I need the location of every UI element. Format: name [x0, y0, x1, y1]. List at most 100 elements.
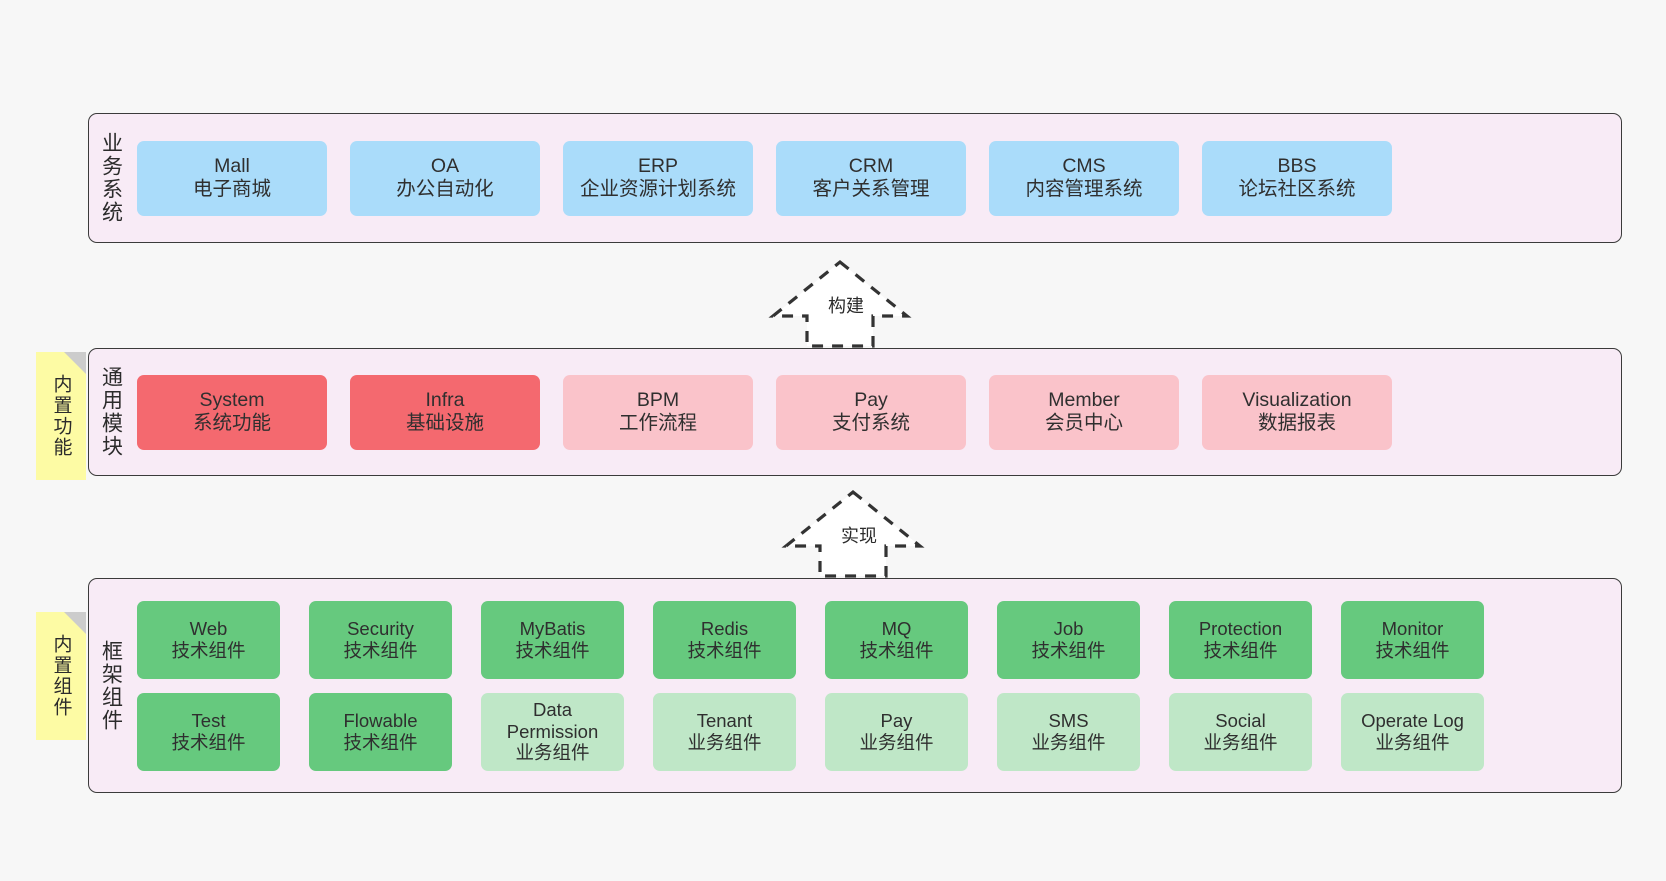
box-title-cn: 系统功能	[192, 412, 271, 434]
box-title-en: Web	[189, 617, 228, 639]
row-business-systems: Mall 电子商城 OA 办公自动化 ERP 企业资源计划系统 CRM 客户关系…	[137, 140, 1605, 216]
box-title-cn: 支付系统	[831, 412, 910, 434]
box-title-cn: 论坛社区系统	[1238, 178, 1356, 200]
box-system[interactable]: System 系统功能	[137, 374, 327, 450]
box-title-cn: 业务组件	[1203, 731, 1278, 753]
box-bpm[interactable]: BPM 工作流程	[563, 374, 753, 450]
box-pay[interactable]: Pay 支付系统	[776, 374, 966, 450]
box-sms[interactable]: SMS 业务组件	[997, 692, 1140, 771]
arrow-build-shape	[768, 259, 912, 348]
box-title-cn: 企业资源计划系统	[579, 178, 736, 200]
box-member[interactable]: Member 会员中心	[989, 374, 1179, 450]
box-title-en: Mall	[214, 155, 250, 177]
row-tech-components: Web 技术组件 Security 技术组件 MyBatis 技术组件 Redi…	[137, 600, 1605, 679]
box-title-en: Visualization	[1242, 389, 1352, 411]
box-erp[interactable]: ERP 企业资源计划系统	[563, 140, 753, 216]
box-social[interactable]: Social 业务组件	[1169, 692, 1312, 771]
box-protection[interactable]: Protection 技术组件	[1169, 600, 1312, 679]
box-title-cn: 业务组件	[1375, 731, 1450, 753]
box-title-cn: 技术组件	[171, 731, 246, 753]
box-operate-log[interactable]: Operate Log 业务组件	[1341, 692, 1484, 771]
box-title-en: OA	[430, 155, 460, 177]
box-title-en: Data Permission	[506, 698, 599, 742]
box-title-en: Infra	[425, 389, 465, 411]
box-redis[interactable]: Redis 技术组件	[653, 600, 796, 679]
box-title-en: SMS	[1048, 709, 1089, 731]
arrow-build-label: 构建	[828, 296, 864, 316]
box-title-cn: 业务组件	[515, 742, 590, 764]
box-cms[interactable]: CMS 内容管理系统	[989, 140, 1179, 216]
box-title-en: System	[199, 389, 265, 411]
box-title-en: Operate Log	[1361, 709, 1464, 731]
box-test[interactable]: Test 技术组件	[137, 692, 280, 771]
box-title-en: BPM	[636, 389, 680, 411]
note-builtin-function-label: 内置功能	[50, 374, 72, 458]
box-mybatis[interactable]: MyBatis 技术组件	[481, 600, 624, 679]
box-visualization[interactable]: Visualization 数据报表	[1202, 374, 1392, 450]
box-title-en: Pay	[880, 709, 913, 731]
box-title-en: ERP	[637, 155, 679, 177]
box-title-cn: 工作流程	[618, 412, 697, 434]
box-title-en: Monitor	[1381, 617, 1444, 639]
box-title-cn: 基础设施	[405, 412, 484, 434]
box-title-en: Tenant	[696, 709, 753, 731]
layer-body-framework-component: Web 技术组件 Security 技术组件 MyBatis 技术组件 Redi…	[133, 579, 1621, 792]
box-title-cn: 技术组件	[1031, 639, 1106, 661]
note-builtin-function: 内置功能	[36, 352, 86, 480]
box-infra[interactable]: Infra 基础设施	[350, 374, 540, 450]
box-title-en: Member	[1048, 389, 1120, 411]
note-builtin-component-label: 内置组件	[50, 634, 72, 718]
box-crm[interactable]: CRM 客户关系管理	[776, 140, 966, 216]
box-title-cn: 技术组件	[1375, 639, 1450, 661]
box-title-cn: 技术组件	[687, 639, 762, 661]
layer-title-common-module: 通用模块	[99, 366, 123, 458]
box-title-en: Job	[1053, 617, 1084, 639]
box-title-en: MyBatis	[519, 617, 586, 639]
box-title-en: Protection	[1198, 617, 1283, 639]
box-title-cn: 业务组件	[859, 731, 934, 753]
note-builtin-component: 内置组件	[36, 612, 86, 740]
arrow-build: 构建	[755, 258, 925, 348]
layer-common-module: 通用模块 System 系统功能 Infra 基础设施 BPM 工作流程 Pay…	[88, 348, 1622, 476]
box-oa[interactable]: OA 办公自动化	[350, 140, 540, 216]
row-common-modules: System 系统功能 Infra 基础设施 BPM 工作流程 Pay 支付系统…	[137, 374, 1605, 450]
box-tenant[interactable]: Tenant 业务组件	[653, 692, 796, 771]
box-title-cn: 会员中心	[1044, 412, 1123, 434]
box-mall[interactable]: Mall 电子商城	[137, 140, 327, 216]
box-web[interactable]: Web 技术组件	[137, 600, 280, 679]
layer-body-business-system: Mall 电子商城 OA 办公自动化 ERP 企业资源计划系统 CRM 客户关系…	[133, 114, 1621, 242]
box-title-en: CMS	[1062, 155, 1106, 177]
box-title-en: CRM	[848, 155, 894, 177]
box-title-en: Social	[1215, 709, 1266, 731]
box-mq[interactable]: MQ 技术组件	[825, 600, 968, 679]
box-security[interactable]: Security 技术组件	[309, 600, 452, 679]
layer-title-business-system: 业务系统	[99, 132, 123, 224]
arrow-implement-shape	[781, 489, 925, 578]
box-title-cn: 技术组件	[343, 639, 418, 661]
box-title-en: Test	[191, 709, 226, 731]
box-monitor[interactable]: Monitor 技术组件	[1341, 600, 1484, 679]
box-title-cn: 技术组件	[859, 639, 934, 661]
box-pay-component[interactable]: Pay 业务组件	[825, 692, 968, 771]
arrow-implement-label: 实现	[841, 526, 877, 546]
layer-title-framework-component: 框架组件	[99, 639, 123, 732]
box-title-cn: 技术组件	[1203, 639, 1278, 661]
box-title-cn: 客户关系管理	[812, 178, 930, 200]
layer-body-common-module: System 系统功能 Infra 基础设施 BPM 工作流程 Pay 支付系统…	[133, 349, 1621, 475]
arrow-implement: 实现	[768, 488, 938, 578]
box-data-permission[interactable]: Data Permission 业务组件	[481, 692, 624, 771]
box-title-en: MQ	[881, 617, 912, 639]
box-title-cn: 电子商城	[192, 178, 271, 200]
layer-business-system: 业务系统 Mall 电子商城 OA 办公自动化 ERP 企业资源计划系统 CRM…	[88, 113, 1622, 243]
box-job[interactable]: Job 技术组件	[997, 600, 1140, 679]
box-title-cn: 技术组件	[515, 639, 590, 661]
layer-framework-component: 框架组件 Web 技术组件 Security 技术组件 MyBatis 技术组件…	[88, 578, 1622, 793]
box-title-cn: 数据报表	[1257, 412, 1336, 434]
box-bbs[interactable]: BBS 论坛社区系统	[1202, 140, 1392, 216]
box-title-en: Redis	[700, 617, 749, 639]
box-title-cn: 技术组件	[343, 731, 418, 753]
box-title-en: Security	[347, 617, 414, 639]
box-title-cn: 办公自动化	[396, 178, 494, 200]
box-flowable[interactable]: Flowable 技术组件	[309, 692, 452, 771]
